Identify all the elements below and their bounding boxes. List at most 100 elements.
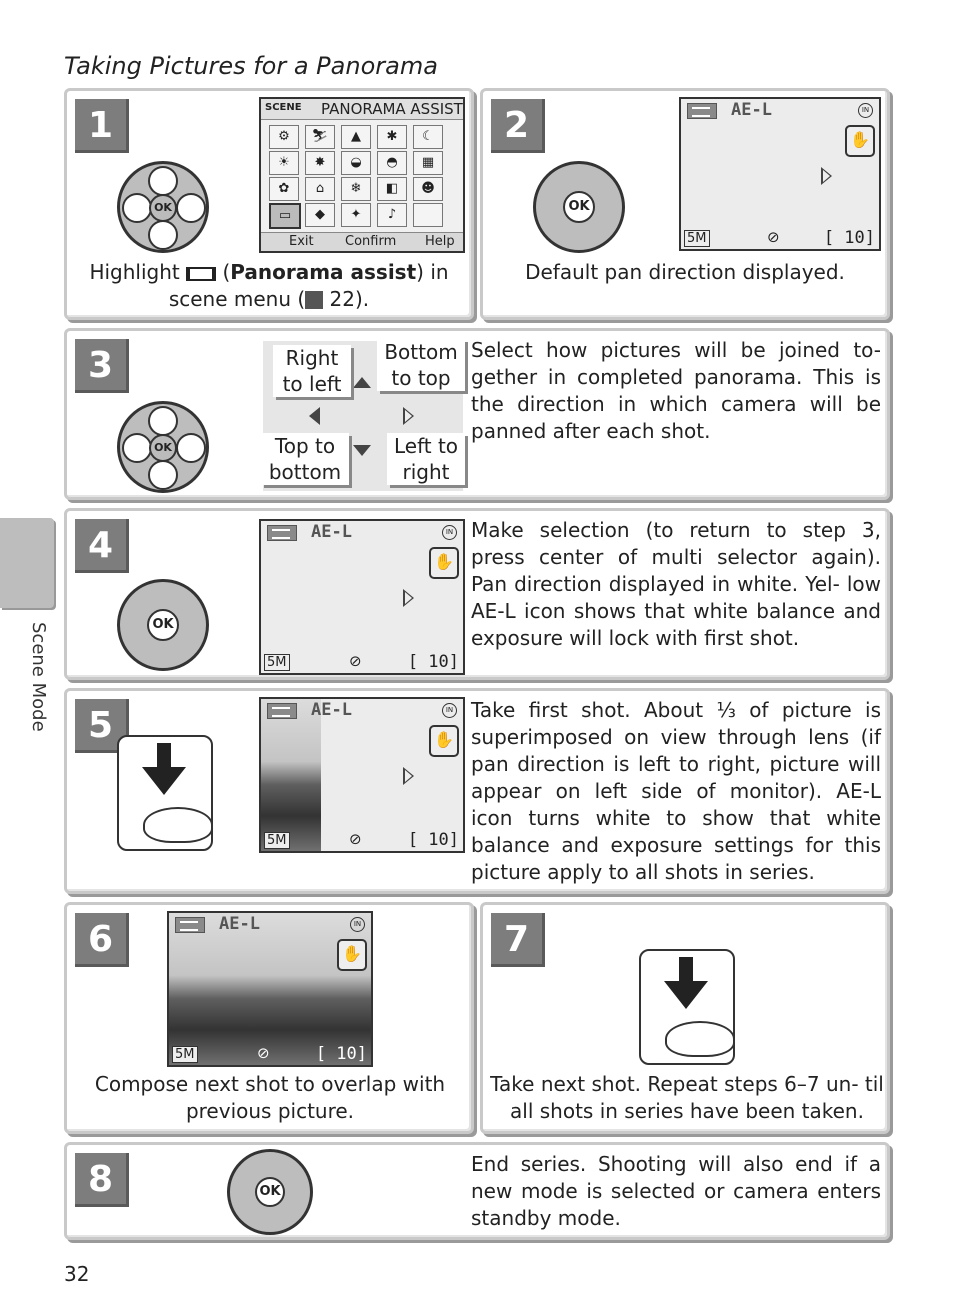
caption-part: Highlight	[89, 260, 179, 284]
shutter-release-illustration	[117, 735, 213, 851]
museum-icon[interactable]: ⌂	[305, 177, 335, 201]
monitor-screen: AE-L IN ✋ 5M ⊘ [ 10]	[259, 697, 465, 853]
internal-memory-icon: IN	[442, 525, 457, 540]
underwater-icon[interactable]: ◆	[305, 203, 335, 227]
dusk-icon[interactable]: ◓	[377, 151, 407, 175]
step-7-panel: 7 Take next shot. Repeat steps 6–7 un- t…	[480, 902, 890, 1134]
panorama-icon[interactable]: ▭	[269, 203, 301, 229]
step-6-caption: Compose next shot to overlap with previo…	[83, 1071, 457, 1125]
step-3-text: Select how pictures will be joined to- g…	[471, 337, 881, 445]
step-number: 8	[75, 1153, 129, 1207]
image-mode-indicator: 5M	[264, 654, 290, 671]
callout-right-to-left: Right to left	[273, 345, 351, 397]
ok-button: OK	[149, 194, 177, 222]
image-mode-indicator: 5M	[684, 230, 710, 247]
menu-confirm-label[interactable]: Confirm	[345, 234, 396, 249]
menu-title: PANORAMA ASSIST	[321, 100, 463, 118]
pan-direction-arrow	[821, 167, 832, 185]
caption-part: ) in	[416, 260, 448, 284]
fish-icon[interactable]: ✦	[341, 203, 371, 227]
vibration-reduction-icon: ✋	[429, 547, 459, 579]
snow-icon[interactable]: ❄	[341, 177, 371, 201]
callout-bottom-to-top: Bottom to top	[377, 339, 465, 391]
panorama-mode-icon	[687, 103, 717, 119]
setup-icon[interactable]: ⚙	[269, 125, 299, 149]
internal-memory-icon: IN	[350, 917, 365, 932]
scene-icon-grid: ⚙⛷▲✱☾ ☀✸◒◓▦ ✿⌂❄◧☻ ▭◆✦♪	[269, 125, 465, 229]
backlight-icon[interactable]: ◧	[377, 177, 407, 201]
ae-l-indicator: AE-L	[731, 100, 772, 120]
step-4-panel: 4 OK AE-L IN ✋ 5M ⊘ [ 10] Make selection…	[64, 508, 890, 680]
closeup-icon[interactable]: ✿	[269, 177, 299, 201]
step-2-caption: Default pan direction displayed.	[489, 259, 881, 286]
ae-l-indicator: AE-L	[311, 700, 352, 720]
step-2-panel: 2 OK AE-L IN ✋ 5M ⊘ [ 10] Default pan di…	[480, 88, 890, 320]
sunset-icon[interactable]: ◒	[341, 151, 371, 175]
night-icon[interactable]: ☾	[413, 125, 443, 149]
internal-memory-icon: IN	[442, 703, 457, 718]
down-arrow	[353, 445, 371, 456]
right-arrow	[403, 407, 414, 425]
ae-l-indicator: AE-L	[219, 914, 260, 934]
monitor-screen: AE-L IN ✋ 5M ⊘ [ 10]	[167, 911, 373, 1067]
step-6-panel: 6 AE-L IN ✋ 5M ⊘ [ 10] Compose next shot…	[64, 902, 474, 1134]
caption-part: scene menu (	[169, 287, 305, 311]
voice-icon[interactable]: ♪	[377, 203, 407, 227]
beach-icon[interactable]: ☀	[269, 151, 299, 175]
exposure-count: [ 10]	[316, 1044, 367, 1064]
multi-selector: OK	[117, 161, 209, 253]
copy-icon[interactable]: ▦	[413, 151, 443, 175]
panorama-mode-icon	[175, 917, 205, 933]
exposure-count: [ 10]	[824, 228, 875, 248]
multi-selector: OK	[117, 579, 209, 671]
page-ref-icon	[305, 291, 323, 309]
step-8-panel: 8 OK End series. Shooting will also end …	[64, 1142, 890, 1240]
step-number: 6	[75, 913, 129, 967]
panorama-mode-icon	[267, 525, 297, 541]
caption-bold: Panorama assist	[230, 260, 416, 284]
step-4-text: Make selection (to return to step 3, pre…	[471, 517, 881, 652]
sports-icon[interactable]: ⛷	[305, 125, 335, 149]
monitor-screen: AE-L IN ✋ 5M ⊘ [ 10]	[259, 519, 465, 675]
party-icon[interactable]: ✱	[377, 125, 407, 149]
flash-off-icon: ⊘	[349, 830, 362, 848]
vibration-reduction-icon: ✋	[845, 125, 875, 157]
pan-direction-arrow	[403, 589, 414, 607]
caption-part: 22).	[330, 287, 370, 311]
menu-scene-label: SCENE	[265, 102, 302, 113]
step-number: 2	[491, 99, 545, 153]
internal-memory-icon: IN	[858, 103, 873, 118]
chapter-tab	[0, 518, 54, 608]
scene-menu-screen: SCENE PANORAMA ASSIST ⚙⛷▲✱☾ ☀✸◒◓▦ ✿⌂❄◧☻ …	[259, 97, 465, 253]
image-mode-indicator: 5M	[172, 1046, 198, 1063]
ok-button: OK	[149, 434, 177, 462]
captured-photo	[261, 699, 321, 853]
vibration-reduction-icon: ✋	[429, 725, 459, 757]
flash-off-icon: ⊘	[349, 652, 362, 670]
image-mode-indicator: 5M	[264, 832, 290, 849]
panorama-icon	[186, 267, 216, 281]
side-chapter-label: Scene Mode	[28, 622, 49, 732]
page-number: 32	[64, 1262, 89, 1286]
menu-help-label[interactable]: Help	[425, 234, 455, 249]
step-number: 4	[75, 519, 129, 573]
page-title: Taking Pictures for a Panorama	[64, 52, 438, 80]
step-number: 1	[75, 99, 129, 153]
multi-selector: OK	[227, 1149, 313, 1235]
portrait-icon[interactable]: ☻	[413, 177, 443, 201]
flash-off-icon: ⊘	[767, 228, 780, 246]
multi-selector: OK	[117, 401, 209, 493]
ok-button: OK	[563, 191, 595, 223]
fireworks-icon[interactable]: ✸	[305, 151, 335, 175]
left-arrow	[309, 407, 320, 425]
monitor-screen: AE-L IN ✋ 5M ⊘ [ 10]	[679, 97, 881, 251]
ok-button: OK	[147, 609, 179, 641]
step-number: 7	[491, 913, 545, 967]
step-3-panel: 3 OK Right to left Bottom to top Top to …	[64, 328, 890, 500]
menu-exit-label[interactable]: Exit	[289, 234, 314, 249]
landscape-icon[interactable]: ▲	[341, 125, 371, 149]
ae-l-indicator: AE-L	[311, 522, 352, 542]
exposure-count: [ 10]	[408, 652, 459, 672]
shutter-release-illustration	[639, 949, 735, 1065]
step-5-panel: 5 AE-L IN ✋ 5M ⊘ [ 10] Take first shot. …	[64, 688, 890, 894]
